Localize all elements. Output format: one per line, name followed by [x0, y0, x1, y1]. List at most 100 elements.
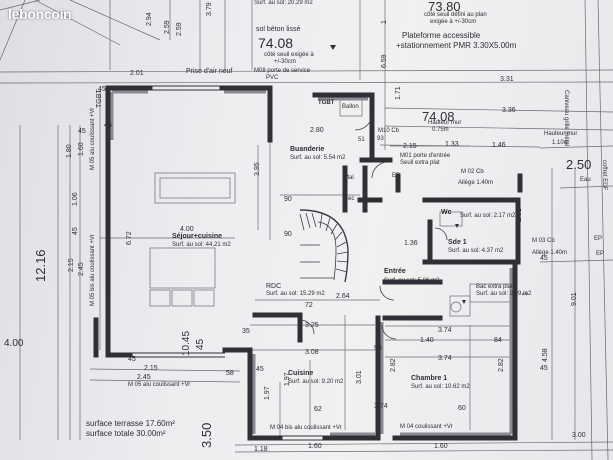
ep-top: EP — [392, 173, 401, 179]
wall-hatch — [110, 90, 513, 436]
caniveau-label: Caniveau grille métal — [563, 90, 569, 147]
dim-215: 2.15 — [403, 143, 417, 150]
door-entry-swing — [371, 161, 389, 179]
dim-45-i: 45 — [195, 338, 206, 350]
wall-west — [105, 85, 133, 358]
dimension-line-top — [0, 69, 613, 73]
dim-45-f: 45 — [540, 365, 548, 372]
dim-374-c: 3.74 — [374, 403, 388, 410]
dim-659: 6.59 — [381, 54, 388, 68]
bec-label: Bec — [344, 196, 355, 202]
dim-282-b: 2.82 — [498, 358, 505, 372]
dimension-line-bottom — [234, 441, 613, 446]
dim-325: 3.25 — [305, 322, 319, 329]
mal-label: Mal — [344, 175, 354, 181]
furniture — [149, 97, 511, 317]
m08-label: M08 porte de service — [254, 68, 311, 74]
room-rdc: RDC — [266, 283, 282, 290]
dim-215-c: 2.15 — [144, 365, 158, 372]
level-right: 74.08 — [422, 109, 455, 124]
chair-2 — [171, 289, 193, 307]
room-cuisine: Cuisine — [288, 370, 314, 377]
dim-45-h: 45 — [128, 356, 136, 363]
dim-51: 51 — [358, 137, 365, 143]
door-entree-swing — [379, 285, 395, 301]
room-sde: Sde 1 — [448, 239, 467, 246]
dim-901: 9.01 — [571, 292, 578, 306]
m01-label: M01 porte d'entrée — [400, 153, 451, 159]
level-main: 74.08 — [258, 35, 294, 51]
door-tgbt-swing — [354, 111, 374, 131]
hauteur-mur-value: 0.75m — [432, 127, 449, 133]
dim-45-a: 45 — [104, 122, 112, 129]
dimension-line-bottom-2 — [234, 449, 613, 453]
m04-right-label: M 04 coulissant +Vr — [400, 424, 453, 430]
sofa — [154, 172, 236, 204]
dim-250: 2.50 — [566, 157, 592, 172]
dimension-line-top-2 — [0, 81, 613, 84]
dim-301: 3.01 — [356, 370, 363, 384]
prise-air-label: Prise d'air neuf — [186, 68, 233, 75]
markers — [330, 45, 466, 304]
tgbt-label: TGBT — [318, 100, 335, 106]
sol-beton-label: sol béton lissé — [256, 26, 301, 33]
eau-line — [539, 145, 613, 149]
surface-terrasse: surface terrasse 17.60m² — [86, 419, 175, 428]
allege-2: Allège 1.40m — [532, 250, 568, 256]
door-wc-swing — [434, 227, 448, 241]
dim-45-c: 45 — [98, 86, 106, 93]
plot-line-corner — [0, 0, 41, 11]
door-cuisine-swing — [299, 319, 315, 335]
dim-1: 1 — [381, 20, 388, 24]
washbasin-bowl — [450, 301, 462, 313]
room-buanderie: Buanderie — [290, 146, 325, 153]
dim-58: 58 — [226, 370, 234, 377]
ep-line-2 — [539, 259, 613, 263]
dim-308: 3.08 — [305, 349, 319, 356]
dim-180: 1.80 — [66, 144, 73, 158]
m03-label: M 03 Cb — [532, 238, 555, 244]
hauteur-mur-value-2: 1.10m — [552, 140, 569, 146]
room-sejour: Séjour+cuisine — [172, 233, 222, 240]
coffret-label: coffret EDF — [601, 160, 607, 191]
caniveau-line — [597, 0, 609, 460]
dim-197: 1.97 — [264, 386, 271, 400]
dim-90-b: 90 — [284, 231, 292, 238]
toilet — [439, 211, 463, 227]
dimension-line-bottom-left-2 — [89, 379, 241, 383]
level-top-note-1: côté seuil défini au plan — [424, 12, 487, 18]
washbasin — [449, 295, 471, 317]
dim-264: 2.64 — [336, 293, 350, 300]
wall-cuisine-west — [222, 347, 283, 441]
m05-bottom-label: M 05 alu coulissant +Vr — [128, 382, 191, 388]
room-sde-area: Surf. au sol: 4.37 m2 — [448, 248, 504, 254]
plot-line-corner-2 — [0, 0, 26, 61]
m10-label: M10 Cb — [378, 128, 400, 134]
m02-label: M 02 Cb — [461, 169, 484, 175]
staircase — [299, 209, 349, 283]
dim-336: 3.36 — [502, 107, 516, 114]
dim-35: 35 — [242, 328, 250, 335]
level-top-note-2: exigée à +/-30cm — [430, 19, 477, 25]
dim-146: 1.46 — [492, 142, 506, 149]
dim-400: 4.00 — [180, 226, 194, 233]
ep-line — [559, 185, 613, 189]
dimension-line-right — [384, 107, 613, 113]
dim-160-c: 1.60 — [434, 443, 448, 450]
door-chambre-swing — [381, 324, 397, 340]
dim-259-b: 2.59 — [176, 22, 183, 36]
dim-45-d: 45 — [72, 227, 79, 235]
dim-90-c: 90 — [374, 345, 382, 352]
dim-245-b: 2.45 — [137, 374, 151, 381]
seuil-label: Seuil extra plat — [400, 160, 440, 166]
dim-215-b: 2.15 — [68, 258, 75, 272]
dim-151: 1.51 — [516, 208, 523, 222]
m04-bottom-label: M 04 bis alu coulissant +Vr — [270, 425, 342, 431]
dim-379: 3.79 — [206, 2, 213, 16]
dim-90: 90 — [284, 196, 292, 203]
chair-3 — [193, 289, 215, 307]
dim-374-b: 3.74 — [438, 355, 452, 362]
dim-45-e: 45 — [540, 255, 548, 262]
room-rdc-area: Surf. au sol: 15.29 m2 — [266, 291, 325, 297]
